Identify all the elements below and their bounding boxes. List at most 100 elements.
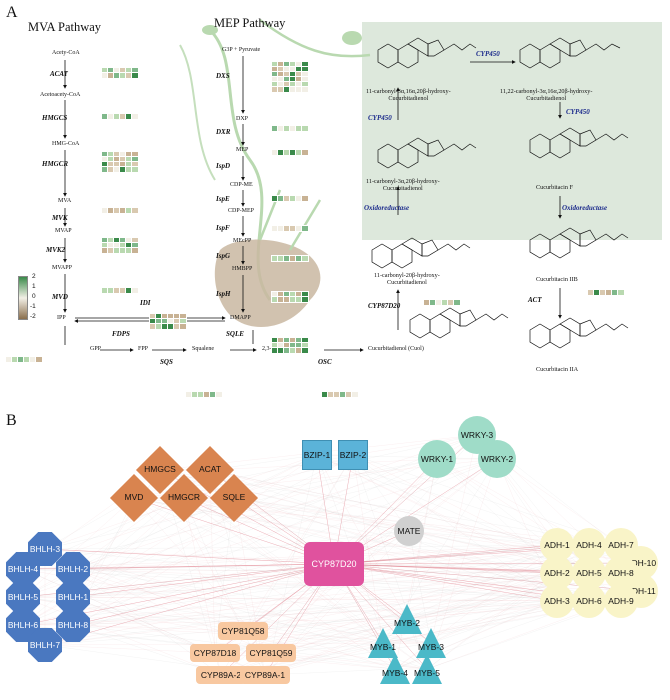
heatmap-cell (119, 166, 127, 173)
enzyme-sqle: SQLE (226, 330, 244, 338)
heatmap-cell (209, 391, 217, 398)
heatmap-cell (295, 125, 303, 132)
heatmap-cell (125, 237, 133, 244)
node-myb-5: MYB-5 (412, 654, 442, 684)
network-edge (264, 618, 408, 676)
heatmap-cell (289, 149, 297, 156)
heatmap-cell (107, 242, 115, 249)
network-edge (72, 563, 335, 570)
mep-metabolite-cdp-mep: CDP-MEP (228, 208, 255, 214)
mva-metabolite-hmg-coa: HMG-CoA (52, 141, 80, 147)
heatmap-cell (295, 66, 303, 73)
heatmap-cell (283, 195, 291, 202)
heatmap-cell (119, 156, 127, 163)
heatmap-cell (289, 61, 297, 68)
heatmap-cell (5, 356, 13, 363)
heatmap-cell (149, 313, 157, 320)
heatmap-cell (113, 161, 121, 168)
heatmap-block (271, 195, 309, 202)
heatmap-block (101, 207, 139, 214)
heatmap-cell (149, 323, 157, 330)
network-edge (209, 469, 216, 654)
node-adh-6: ADH-6 (572, 584, 606, 618)
node-cyp87d20-hub: CYP87D20 (304, 542, 364, 586)
node-hmgcs-label: HMGCS (144, 464, 176, 474)
enzyme-mvk: MVK (52, 214, 68, 222)
node-wrky-1: WRKY-1 (418, 440, 456, 478)
heatmap-cell (125, 287, 133, 294)
heatmap-cell (277, 296, 285, 303)
compound-structures (371, 37, 629, 349)
heatmap-cell (611, 289, 619, 296)
network-edge (22, 434, 478, 626)
enzyme-dxr: DXR (216, 128, 231, 136)
network-edge (72, 497, 235, 570)
network-edge (352, 434, 478, 456)
heatmap-row (271, 66, 309, 73)
enzyme-act-label: ACT (528, 296, 542, 304)
heatmap-cell (271, 342, 279, 349)
network-edge (72, 624, 244, 632)
heatmap-block (271, 337, 309, 354)
heatmap-row (101, 166, 139, 173)
node-adh-9: ADH-9 (604, 584, 638, 618)
mva-metabolite-ipp: IPP (57, 315, 66, 321)
heatmap-cell (277, 71, 285, 78)
heatmap-cell (301, 76, 309, 83)
heatmap-row (271, 291, 309, 298)
network-edge (352, 454, 558, 602)
heatmap-cell (271, 149, 279, 156)
metabolite-squalene: Squalene (192, 346, 214, 352)
heatmap-cell (301, 66, 309, 73)
heatmap-block (321, 391, 359, 398)
network-edge (22, 568, 216, 654)
node-cyp81q58: CYP81Q58 (218, 622, 268, 640)
heatmap-block (271, 225, 309, 232)
heatmap-cell (271, 225, 279, 232)
heatmap-cell (301, 342, 309, 349)
heatmap-cell (101, 72, 109, 79)
heatmap-cell (271, 296, 279, 303)
heatmap-cell (107, 287, 115, 294)
network-edge (270, 544, 558, 654)
heatmap-cell (17, 356, 25, 363)
heatmap-cell (119, 247, 127, 254)
heatmap-cell (125, 166, 133, 173)
heatmap-block (271, 125, 309, 132)
mep-metabolite-g3p-pyruvate: G3P + Pyruvate (222, 47, 261, 53)
network-edge (72, 572, 590, 626)
legend-tick-1: 1 (32, 283, 36, 290)
heatmap-cell (277, 337, 285, 344)
heatmap-cell (301, 255, 309, 262)
heatmap-cell (295, 195, 303, 202)
heatmap-cell (283, 125, 291, 132)
heatmap-cell (283, 86, 291, 93)
enzyme-oxidoreductase-a: Oxidoreductase (364, 204, 410, 212)
heatmap-cell (125, 161, 133, 168)
heatmap-block (101, 287, 139, 294)
node-acat-label: ACAT (198, 464, 222, 474)
heatmap-cell (197, 391, 205, 398)
heatmap-cell (173, 318, 181, 325)
enzyme-ispd: IspD (216, 162, 231, 170)
heatmap-row (271, 347, 309, 354)
heatmap-cell (107, 237, 115, 244)
enzyme-isph: IspH (216, 290, 231, 298)
heatmap-row (271, 81, 309, 88)
node-acat: ACAT (185, 445, 235, 495)
heatmap-cell (271, 337, 279, 344)
heatmap-cell (113, 151, 121, 158)
heatmap-cell (301, 149, 309, 156)
heatmap-cell (295, 342, 303, 349)
heatmap-cell (113, 72, 121, 79)
heatmap-cell (271, 195, 279, 202)
heatmap-cell (429, 299, 437, 306)
heatmap-cell (289, 337, 297, 344)
legend-tick-minus-1: -1 (30, 303, 36, 310)
heatmap-cell (283, 149, 291, 156)
heatmap-row (101, 247, 139, 254)
heatmap-cell (101, 113, 109, 120)
heatmap-cell (283, 255, 291, 262)
heatmap-cell (277, 81, 285, 88)
heatmap-cell (301, 61, 309, 68)
